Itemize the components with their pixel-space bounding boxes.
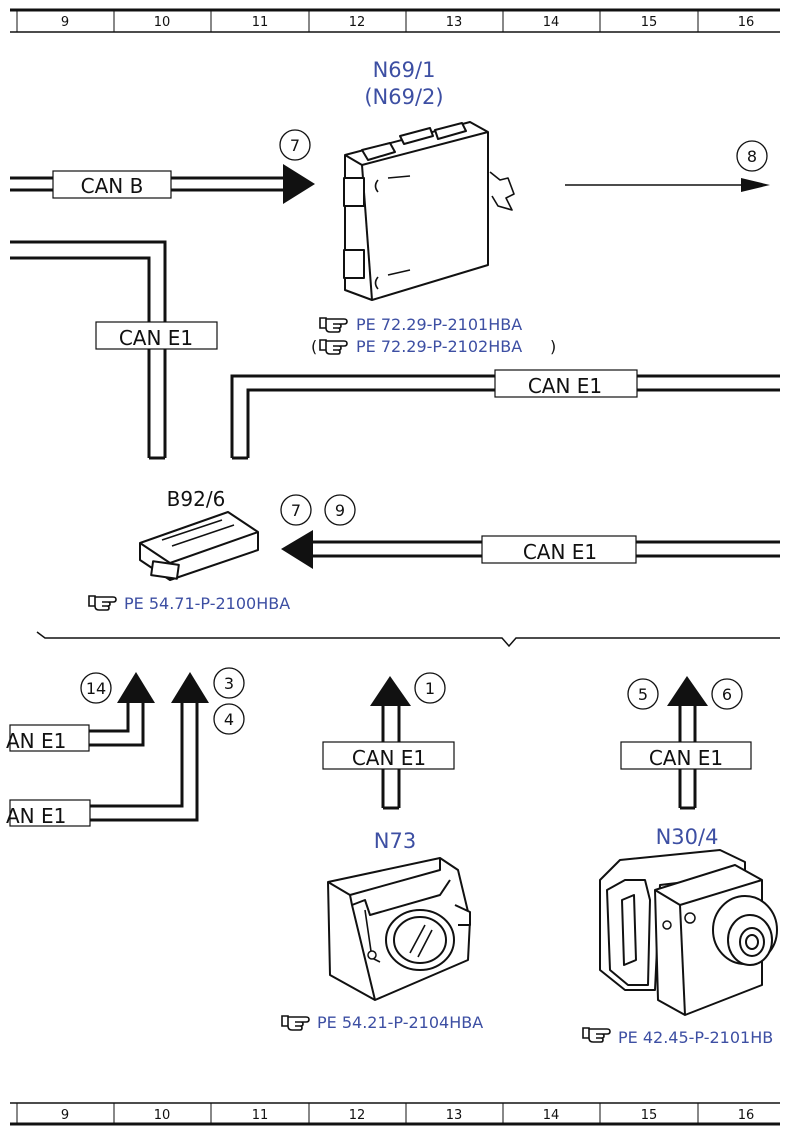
can-b-label-box: [52, 170, 172, 199]
n69-module-drawing: [343, 121, 515, 301]
pointing-hand-icon: [319, 317, 348, 333]
marker-6-label: 6: [722, 685, 732, 704]
marker-4: [213, 703, 245, 735]
can-e1-cut1-label-box: [9, 724, 90, 752]
marker-5-label: 5: [638, 685, 648, 704]
pointing-hand-icon: [582, 1027, 611, 1043]
can-e1-n30-label: CAN E1: [649, 746, 723, 770]
n30-module-drawing: [599, 849, 778, 1016]
can-b-label: CAN B: [81, 174, 144, 198]
pointing-hand-icon: [281, 1015, 310, 1031]
n69-ref2-open-paren: (: [311, 337, 317, 356]
can-e1-left-label: CAN E1: [119, 326, 193, 350]
marker-9: [324, 494, 356, 526]
marker-8-label: 8: [747, 147, 757, 166]
marker-1-label: 1: [425, 679, 435, 698]
ruler-col-16: 16: [738, 1108, 755, 1123]
b92-ref-text[interactable]: PE 54.71-P-2100HBA: [124, 594, 290, 613]
ruler-col-13: 13: [446, 15, 463, 30]
ruler-col-14: 14: [543, 15, 560, 30]
can-e1-mid-right-label: CAN E1: [523, 540, 597, 564]
can-e1-n73-label-box: [322, 741, 455, 770]
ruler-col-16: 16: [738, 15, 755, 30]
pointing-hand-icon: [88, 595, 117, 611]
n30-ref[interactable]: PE 42.45-P-2101HB: [582, 1027, 773, 1047]
ruler-col-9: 9: [61, 1108, 69, 1123]
ruler-col-14: 14: [543, 1108, 560, 1123]
can-e1-top-right-label: CAN E1: [528, 374, 602, 398]
can-e1-left-label-box: [95, 321, 218, 350]
ruler-col-15: 15: [641, 15, 658, 30]
marker-6: [711, 678, 743, 710]
ruler-col-10: 10: [154, 1108, 171, 1123]
can-e1-n73-label: CAN E1: [352, 746, 426, 770]
marker-5: [627, 678, 659, 710]
marker-9-label: 9: [335, 501, 345, 520]
arrow-up-5-6: [667, 676, 708, 706]
n30-ref-text[interactable]: PE 42.45-P-2101HB: [618, 1028, 773, 1047]
arrow-into-b92: [281, 530, 313, 569]
ruler-col-12: 12: [349, 1108, 366, 1123]
can-e1-top-right-label-box: [494, 369, 638, 398]
can-e1-mid-right-label-box: [481, 535, 637, 564]
n69-ref2[interactable]: PE 72.29-P-2102HBA: [319, 337, 522, 356]
arrow-up-14: [117, 672, 155, 703]
marker-7-mid-label: 7: [291, 501, 301, 520]
top-ruler: 9 10 11 12 13 14 15 16: [10, 8, 780, 33]
b92-sensor-drawing: [139, 511, 259, 581]
arrow-up-3-4: [171, 672, 209, 703]
marker-3-label: 3: [224, 674, 234, 693]
can-e1-cut1-label: AN E1: [6, 729, 66, 753]
marker-14-label: 14: [86, 679, 106, 698]
can-e1-left-line: [10, 240, 167, 460]
arrow-into-n69: [283, 164, 315, 204]
n73-module-drawing: [327, 857, 471, 1001]
ruler-col-12: 12: [349, 15, 366, 30]
marker-1: [414, 672, 446, 704]
marker-7-mid: [280, 494, 312, 526]
n69-ref2-text[interactable]: PE 72.29-P-2102HBA: [356, 337, 522, 356]
n30-id: N30/4: [656, 825, 719, 849]
marker-8: [736, 140, 768, 172]
n73-ref[interactable]: PE 54.21-P-2104HBA: [281, 1013, 483, 1032]
ruler-col-9: 9: [61, 15, 69, 30]
marker-4-label: 4: [224, 710, 234, 729]
n73-ref-text[interactable]: PE 54.21-P-2104HBA: [317, 1013, 483, 1032]
n69-ref1[interactable]: PE 72.29-P-2101HBA: [319, 315, 522, 334]
n69-id: N69/1: [373, 58, 436, 82]
b92-ref[interactable]: PE 54.71-P-2100HBA: [88, 594, 290, 613]
marker-7-top: [279, 129, 311, 161]
ruler-col-11: 11: [252, 1108, 269, 1123]
marker-3: [213, 667, 245, 699]
marker-14: [80, 672, 112, 704]
n73-id: N73: [374, 829, 416, 853]
can-e1-n30-label-box: [620, 741, 752, 770]
can-e1-cut2-label: AN E1: [6, 804, 66, 828]
n69-id-alt: (N69/2): [364, 85, 443, 109]
pointing-hand-icon: [319, 339, 348, 355]
ruler-col-11: 11: [252, 15, 269, 30]
n69-ref2-close-paren: ): [550, 337, 556, 356]
arrow-up-1: [370, 676, 411, 706]
ruler-col-15: 15: [641, 1108, 658, 1123]
n69-ref1-text[interactable]: PE 72.29-P-2101HBA: [356, 315, 522, 334]
ruler-col-13: 13: [446, 1108, 463, 1123]
ruler-col-10: 10: [154, 15, 171, 30]
marker-7-top-label: 7: [290, 136, 300, 155]
arrow-to-8: [741, 178, 770, 192]
edge-mask: [781, 1025, 789, 1055]
can-e1-cut2-label-box: [9, 799, 91, 827]
b92-id: B92/6: [167, 487, 226, 511]
bottom-ruler: 9 10 11 12 13 14 15 16: [10, 1102, 780, 1126]
group-bracket: [36, 631, 780, 648]
